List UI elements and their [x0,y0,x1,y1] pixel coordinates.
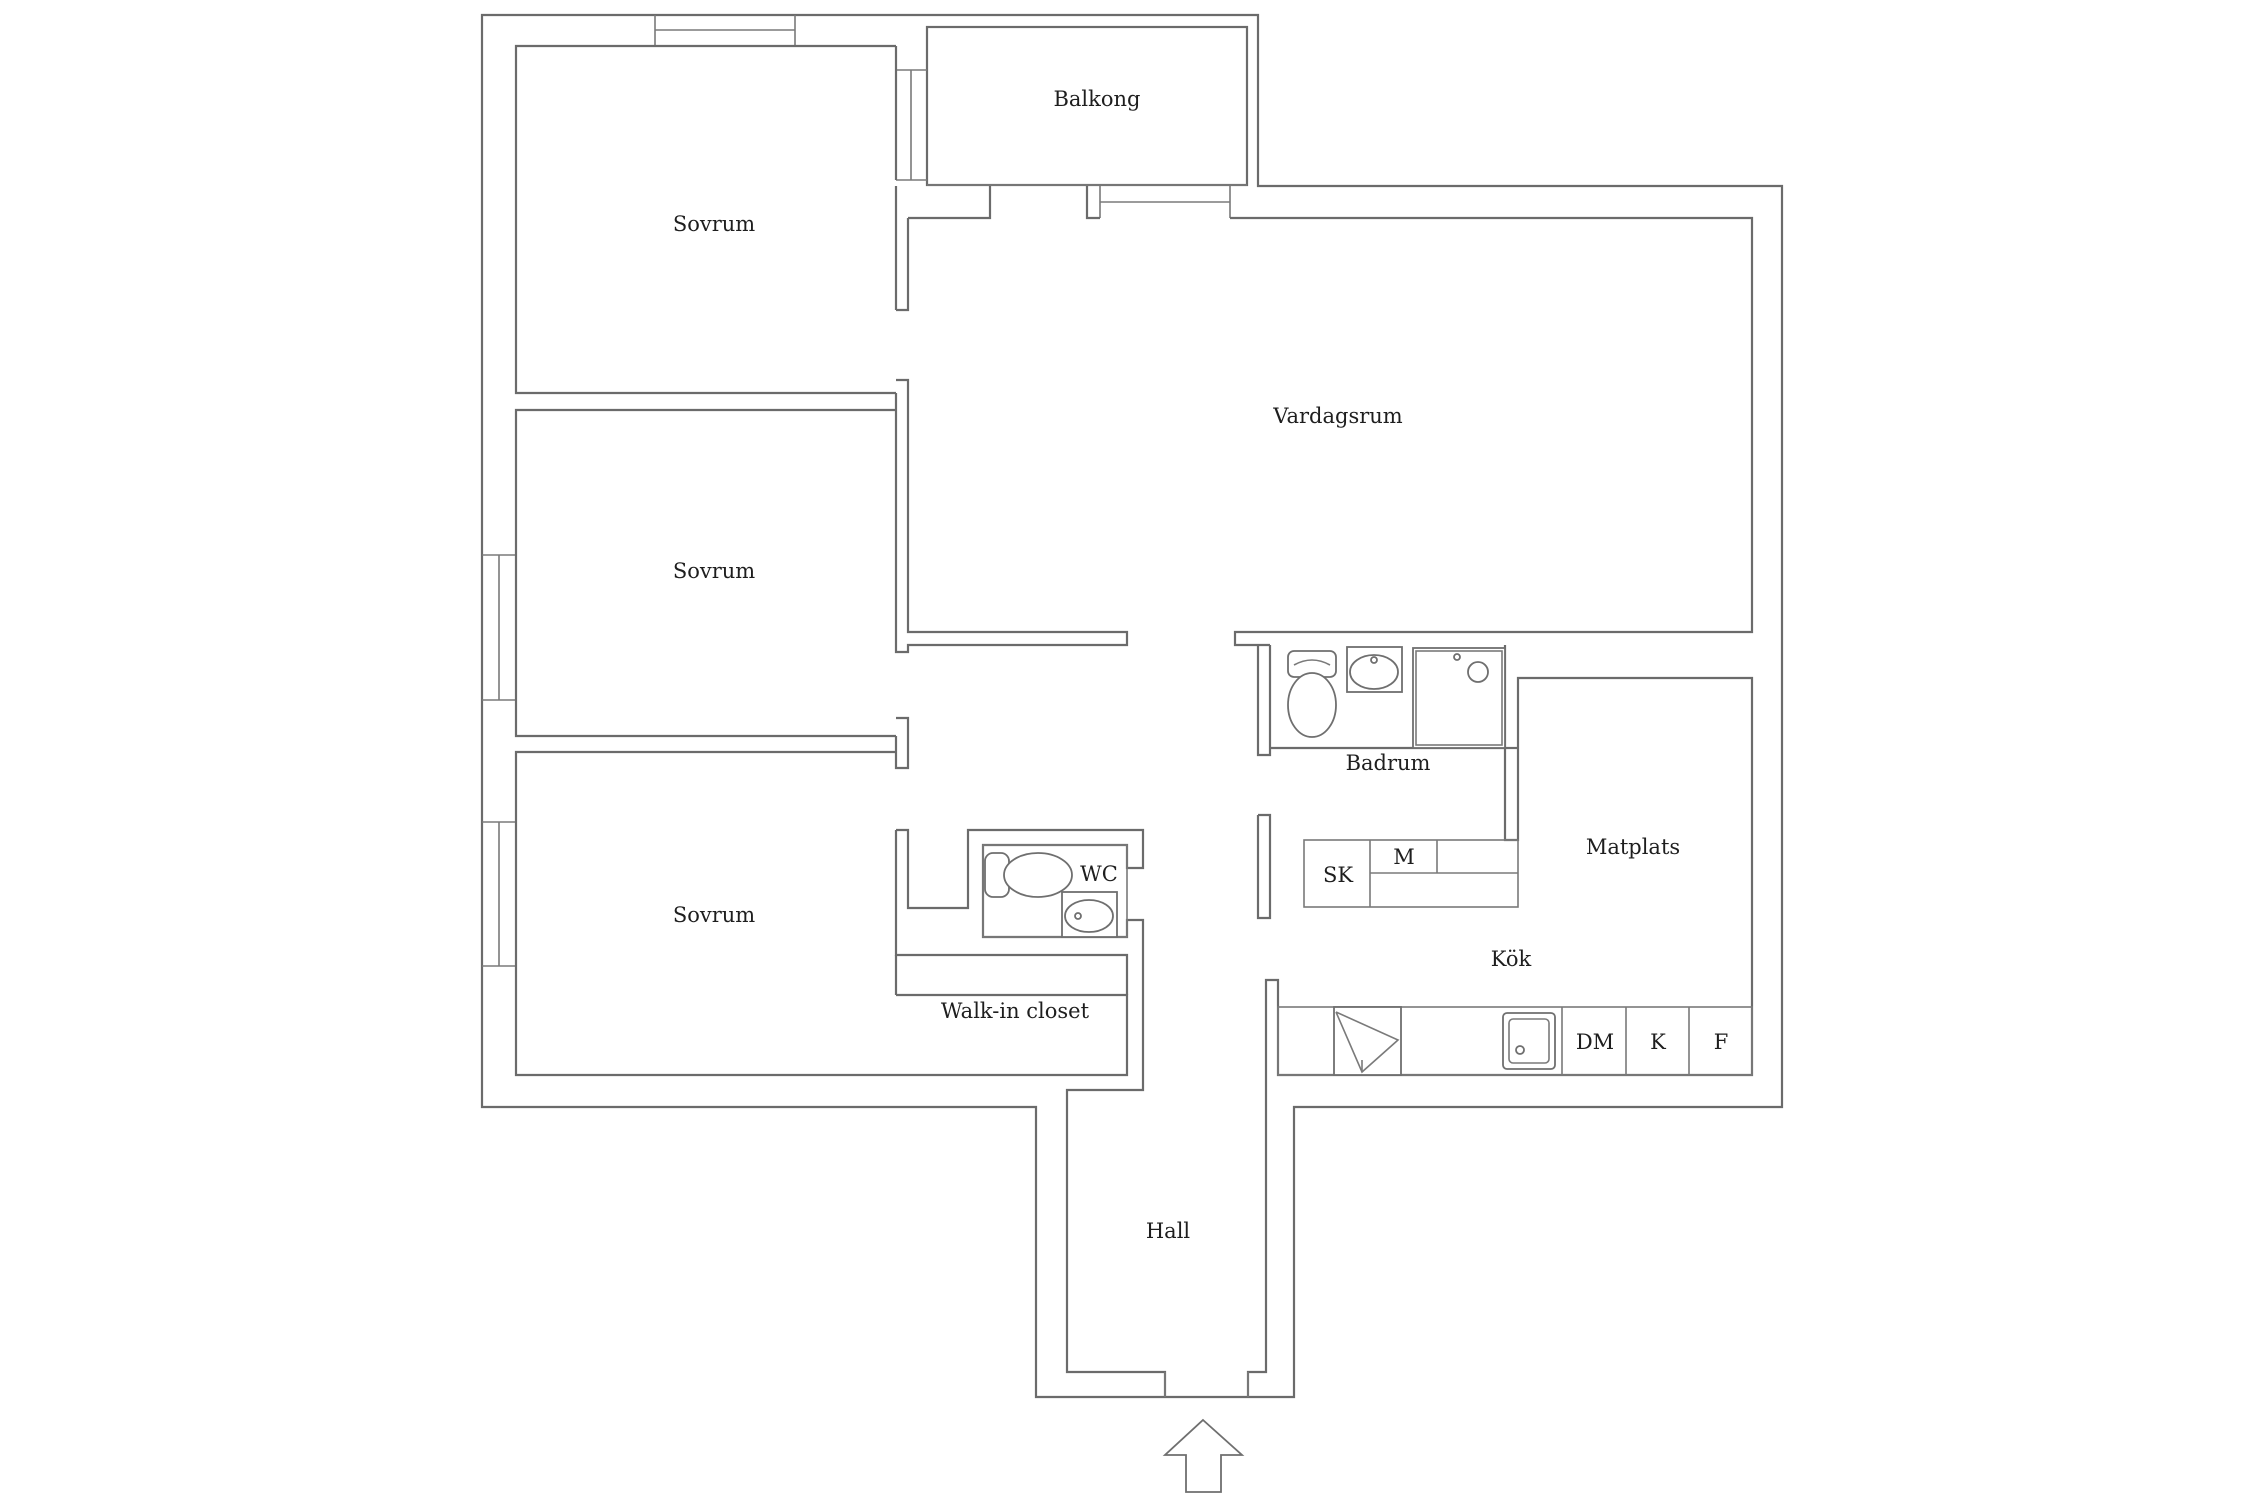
bedroom-1-walls [514,44,896,395]
wc-toilet-icon [984,852,1073,898]
appliance-label-k: K [1650,1030,1666,1054]
kitchen-sink-icon [1502,1012,1556,1070]
room-label-wc: WC [1080,862,1118,886]
window-left-middle [482,554,516,701]
appliance-label-f: F [1714,1030,1729,1054]
appliance-label-sk: SK [1323,863,1353,887]
entrance-arrow-icon [1162,1418,1245,1493]
window-top-left [654,15,796,46]
room-label-sovrum-3: Sovrum [673,903,755,927]
room-label-hall: Hall [1146,1219,1191,1243]
shower-icon [1412,647,1506,749]
room-label-walk-in-closet: Walk-in closet [941,999,1090,1023]
window-left-bottom [482,821,516,967]
appliance-label-m: M [1393,845,1415,869]
appliance-label-dm: DM [1576,1030,1614,1054]
toilet-icon [1287,650,1337,738]
wc-washbasin-icon [1061,891,1118,938]
room-label-kok: Kök [1491,947,1532,971]
room-label-sovrum-2: Sovrum [673,559,755,583]
kitchen-counter [1277,1006,1753,1076]
entrance-door [1164,1372,1249,1397]
window-living-top [1099,186,1231,218]
bedroom-3-walls [514,750,1129,1077]
stove-icon [1333,1006,1402,1076]
room-label-balkong: Balkong [1053,87,1140,111]
room-label-badrum: Badrum [1346,751,1431,775]
storage-units [1303,839,1519,908]
washbasin-icon [1346,646,1403,693]
room-label-vardagsrum: Vardagsrum [1272,404,1403,428]
outer-wall [480,13,1784,1399]
room-label-matplats: Matplats [1586,835,1680,859]
balcony-door [896,69,927,181]
bedroom-2-walls [514,408,896,738]
room-label-sovrum-1: Sovrum [673,212,755,236]
